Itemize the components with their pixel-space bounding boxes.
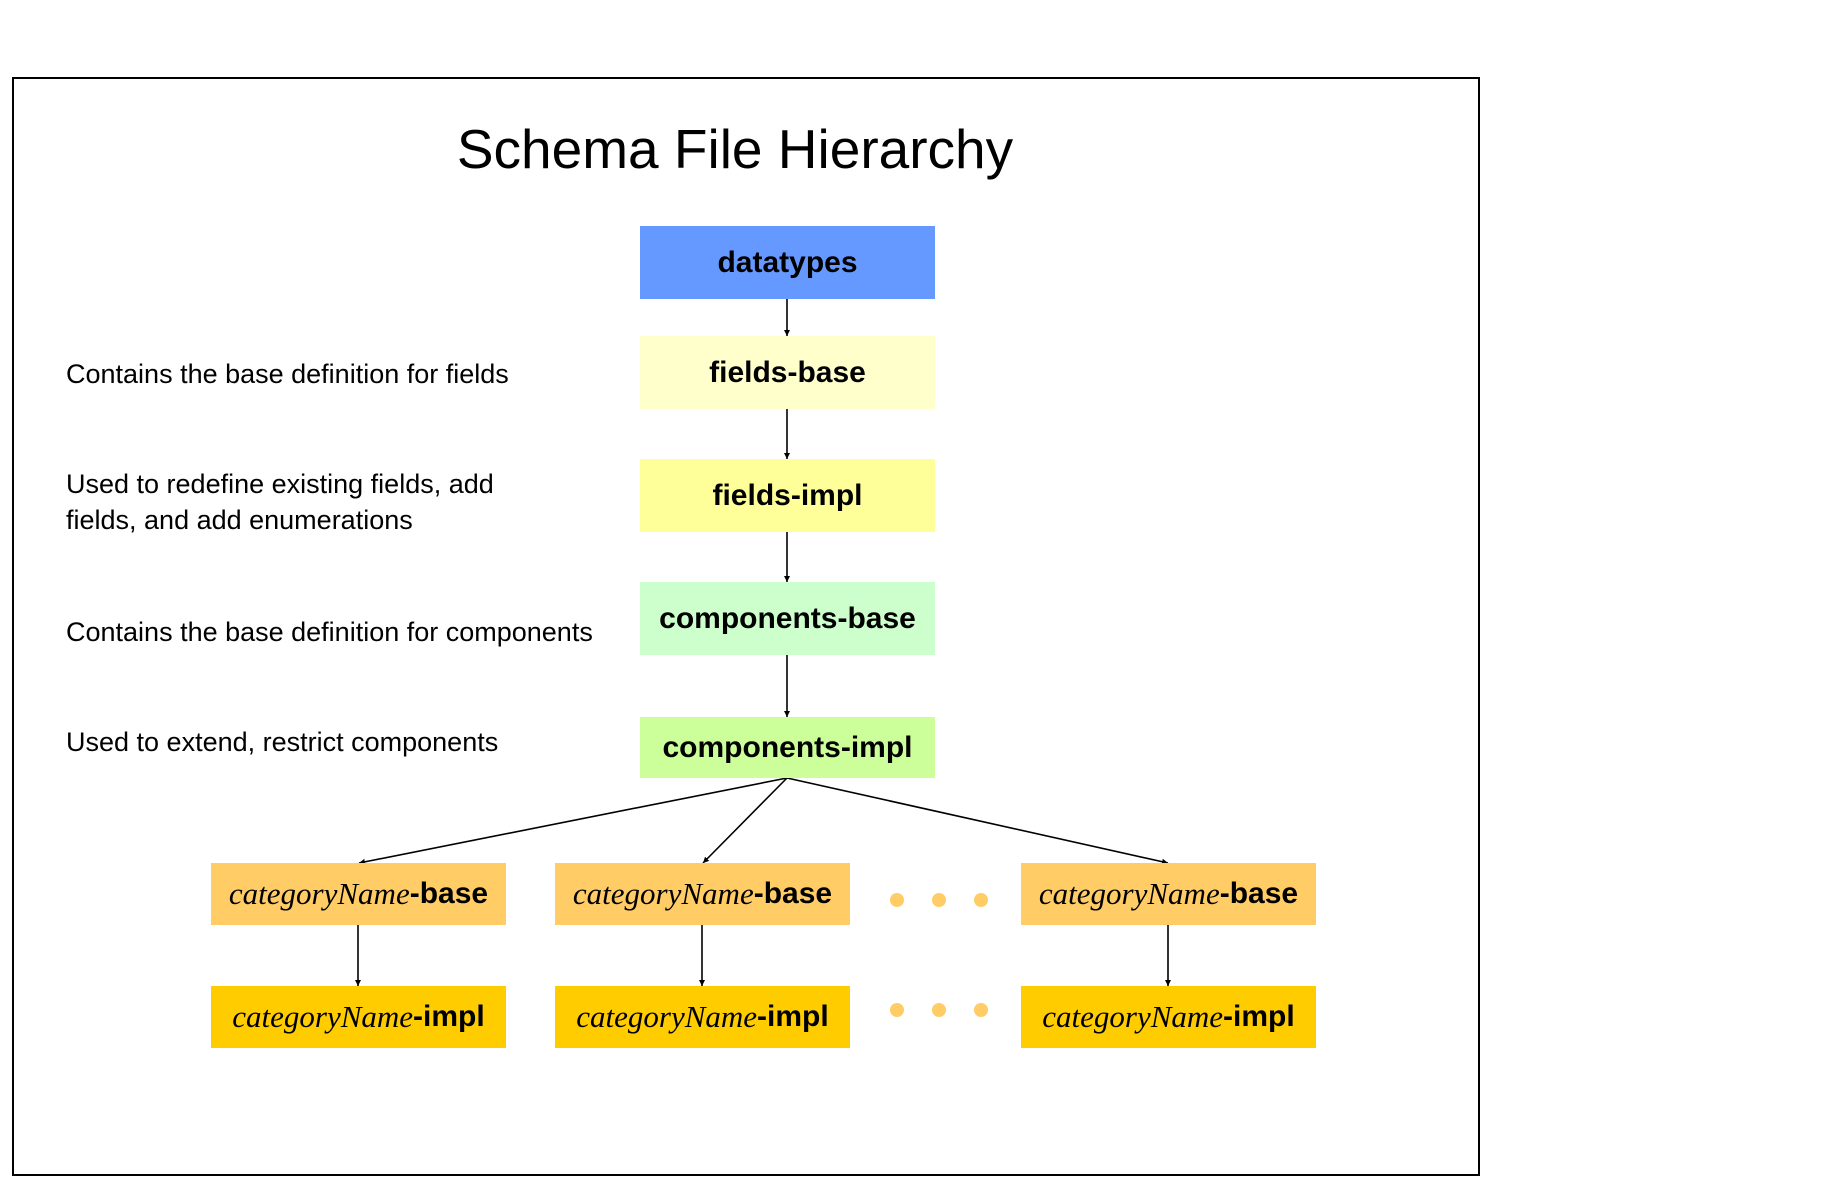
node-category-impl-2: categoryName-impl [555, 986, 850, 1048]
arrow-components-impl-to-category-base-1 [358, 777, 788, 865]
category-base-suffix: -base [409, 877, 489, 910]
category-base-suffix: -base [753, 877, 833, 910]
category-impl-suffix: -impl [413, 1000, 485, 1033]
node-category-base-1: categoryName-base [211, 863, 506, 925]
node-components-impl: components-impl [640, 717, 935, 778]
diagram-title: Schema File Hierarchy [456, 118, 1014, 180]
note-fields-impl: Used to redefine existing fields, add fi… [66, 466, 494, 538]
note-fields-base: Contains the base definition for fields [66, 359, 509, 389]
node-category-base-2: categoryName-base [555, 863, 850, 925]
arrow-components-impl-to-category-base-2 [702, 777, 788, 864]
category-name-label: categoryName [232, 999, 414, 1034]
category-name-label: categoryName [1042, 999, 1224, 1034]
ellipsis-dot-icon [932, 893, 946, 907]
category-impl-suffix: -impl [757, 1000, 829, 1033]
note-components-impl: Used to extend, restrict components [66, 727, 499, 757]
ellipsis-dot-icon [974, 1003, 988, 1017]
ellipsis-dot-icon [932, 1003, 946, 1017]
category-impl-suffix: -impl [1223, 1000, 1295, 1033]
category-name-label: categoryName [1038, 876, 1220, 911]
ellipsis-dot-icon [890, 893, 904, 907]
arrow-components-impl-to-category-base-3 [786, 777, 1169, 865]
note-components-base: Contains the base definition for compone… [66, 617, 593, 647]
category-name-label: categoryName [576, 999, 758, 1034]
category-base-suffix: -base [1219, 877, 1299, 910]
node-fields-impl: fields-impl [640, 459, 935, 532]
category-name-label: categoryName [228, 876, 410, 911]
ellipsis-dot-icon [890, 1003, 904, 1017]
node-category-impl-3: categoryName-impl [1021, 986, 1316, 1048]
node-category-impl-1: categoryName-impl [211, 986, 506, 1048]
node-fields-base: fields-base [640, 336, 935, 409]
note-fields-impl-line-1: Used to redefine existing fields, add [66, 469, 494, 499]
ellipsis-dot-icon [974, 893, 988, 907]
note-fields-impl-line-2: fields, and add enumerations [66, 505, 413, 535]
node-datatypes: datatypes [640, 226, 935, 299]
node-category-base-3: categoryName-base [1021, 863, 1316, 925]
node-components-base: components-base [640, 582, 935, 655]
category-name-label: categoryName [572, 876, 754, 911]
